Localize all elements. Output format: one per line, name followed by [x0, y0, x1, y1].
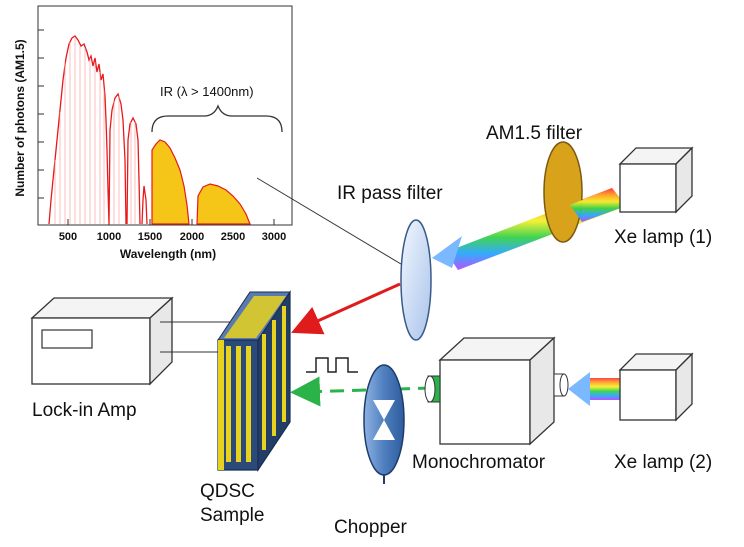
monochromator [424, 336, 569, 446]
x-tick-500: 500 [59, 231, 77, 243]
xe-lamp-1-label: Xe lamp (1) [614, 227, 712, 248]
lock-in-amp-label: Lock-in Amp [32, 400, 137, 421]
lock-in-amp [30, 296, 174, 386]
qdsc-label: QDSC [200, 481, 255, 502]
monochromator-label: Monochromator [412, 452, 546, 473]
xe-lamp-2 [618, 352, 694, 422]
lock-in-display [41, 329, 93, 349]
ir-pass-filter-label: IR pass filter [337, 183, 443, 204]
ir-bracket-label: IR (λ > 1400nm) [160, 84, 254, 99]
qdsc-sample [217, 290, 291, 472]
chopped-signal-icon [306, 357, 358, 373]
spectrum-inset: IR (λ > 1400nm) Number of photons (AM1.5… [13, 5, 293, 261]
x-tick-2000: 2000 [180, 231, 204, 243]
x-tick-1500: 1500 [138, 231, 162, 243]
ir-pass-filter [400, 219, 432, 341]
x-tick-1000: 1000 [97, 231, 121, 243]
ir-band-fill-2 [196, 183, 251, 225]
inset-ylabel: Number of photons (AM1.5) [13, 39, 27, 196]
rainbow-beam-2 [588, 378, 620, 400]
am15-filter-label: AM1.5 filter [486, 123, 583, 144]
inset-xlabel: Wavelength (nm) [120, 247, 216, 261]
am15-filter [543, 141, 583, 243]
sample-label: Sample [200, 505, 264, 526]
xe-lamp-2-label: Xe lamp (2) [614, 452, 712, 473]
spectrum-line [48, 35, 148, 225]
ir-band-fill-1 [151, 139, 190, 225]
ir-bracket [151, 104, 283, 133]
inset-x-ticks: 500 1000 1500 2000 2500 3000 [59, 231, 286, 243]
x-tick-2500: 2500 [221, 231, 245, 243]
rainbow-beam-1-arrowhead [432, 236, 462, 268]
x-tick-3000: 3000 [262, 231, 286, 243]
rainbow-beam-2-arrowhead [568, 372, 590, 406]
red-beam-arrow [291, 282, 401, 335]
xe-lamp-1 [618, 146, 694, 214]
chopper-label: Chopper [334, 517, 408, 538]
chopper [363, 364, 405, 484]
callout-line [256, 177, 412, 271]
